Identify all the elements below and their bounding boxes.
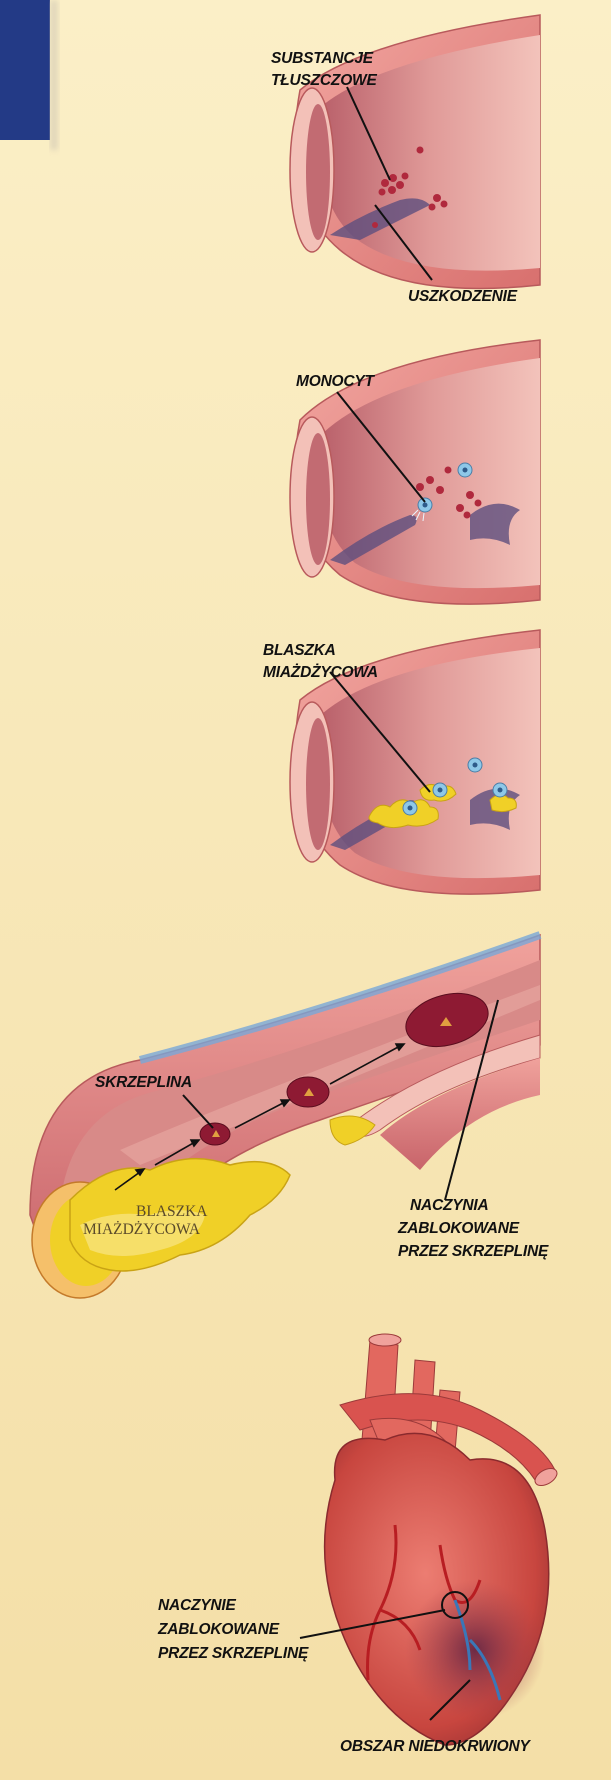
label-plaque-2: MIAŻDŻYCOWA	[263, 664, 378, 681]
label-heart-vessel-3: PRZEZ SKRZEPLINĘ	[158, 1645, 309, 1662]
label-fat-1: SUBSTANCJE	[271, 50, 374, 67]
label-blocked-2: ZABLOKOWANE	[397, 1220, 520, 1237]
label-heart-vessel-2: ZABLOKOWANE	[157, 1621, 280, 1638]
label-heart-vessel-1: NACZYNIE	[158, 1597, 236, 1614]
label-monocyte: MONOCYT	[296, 373, 376, 390]
label-clot: SKRZEPLINA	[95, 1074, 192, 1091]
corner-block	[0, 0, 50, 140]
label-ischemic-area: OBSZAR NIEDOKRWIONY	[340, 1738, 532, 1755]
label-plaque-inner-1: BLASZKA	[136, 1203, 208, 1220]
label-fat-2: TŁUSZCZOWE	[271, 72, 377, 89]
label-plaque-1: BLASZKA	[263, 642, 336, 659]
label-damage: USZKODZENIE	[408, 288, 518, 305]
label-plaque-inner-2: MIAŻDŻYCOWA	[83, 1221, 201, 1238]
label-blocked-1: NACZYNIA	[410, 1197, 488, 1214]
label-blocked-3: PRZEZ SKRZEPLINĘ	[398, 1243, 549, 1260]
